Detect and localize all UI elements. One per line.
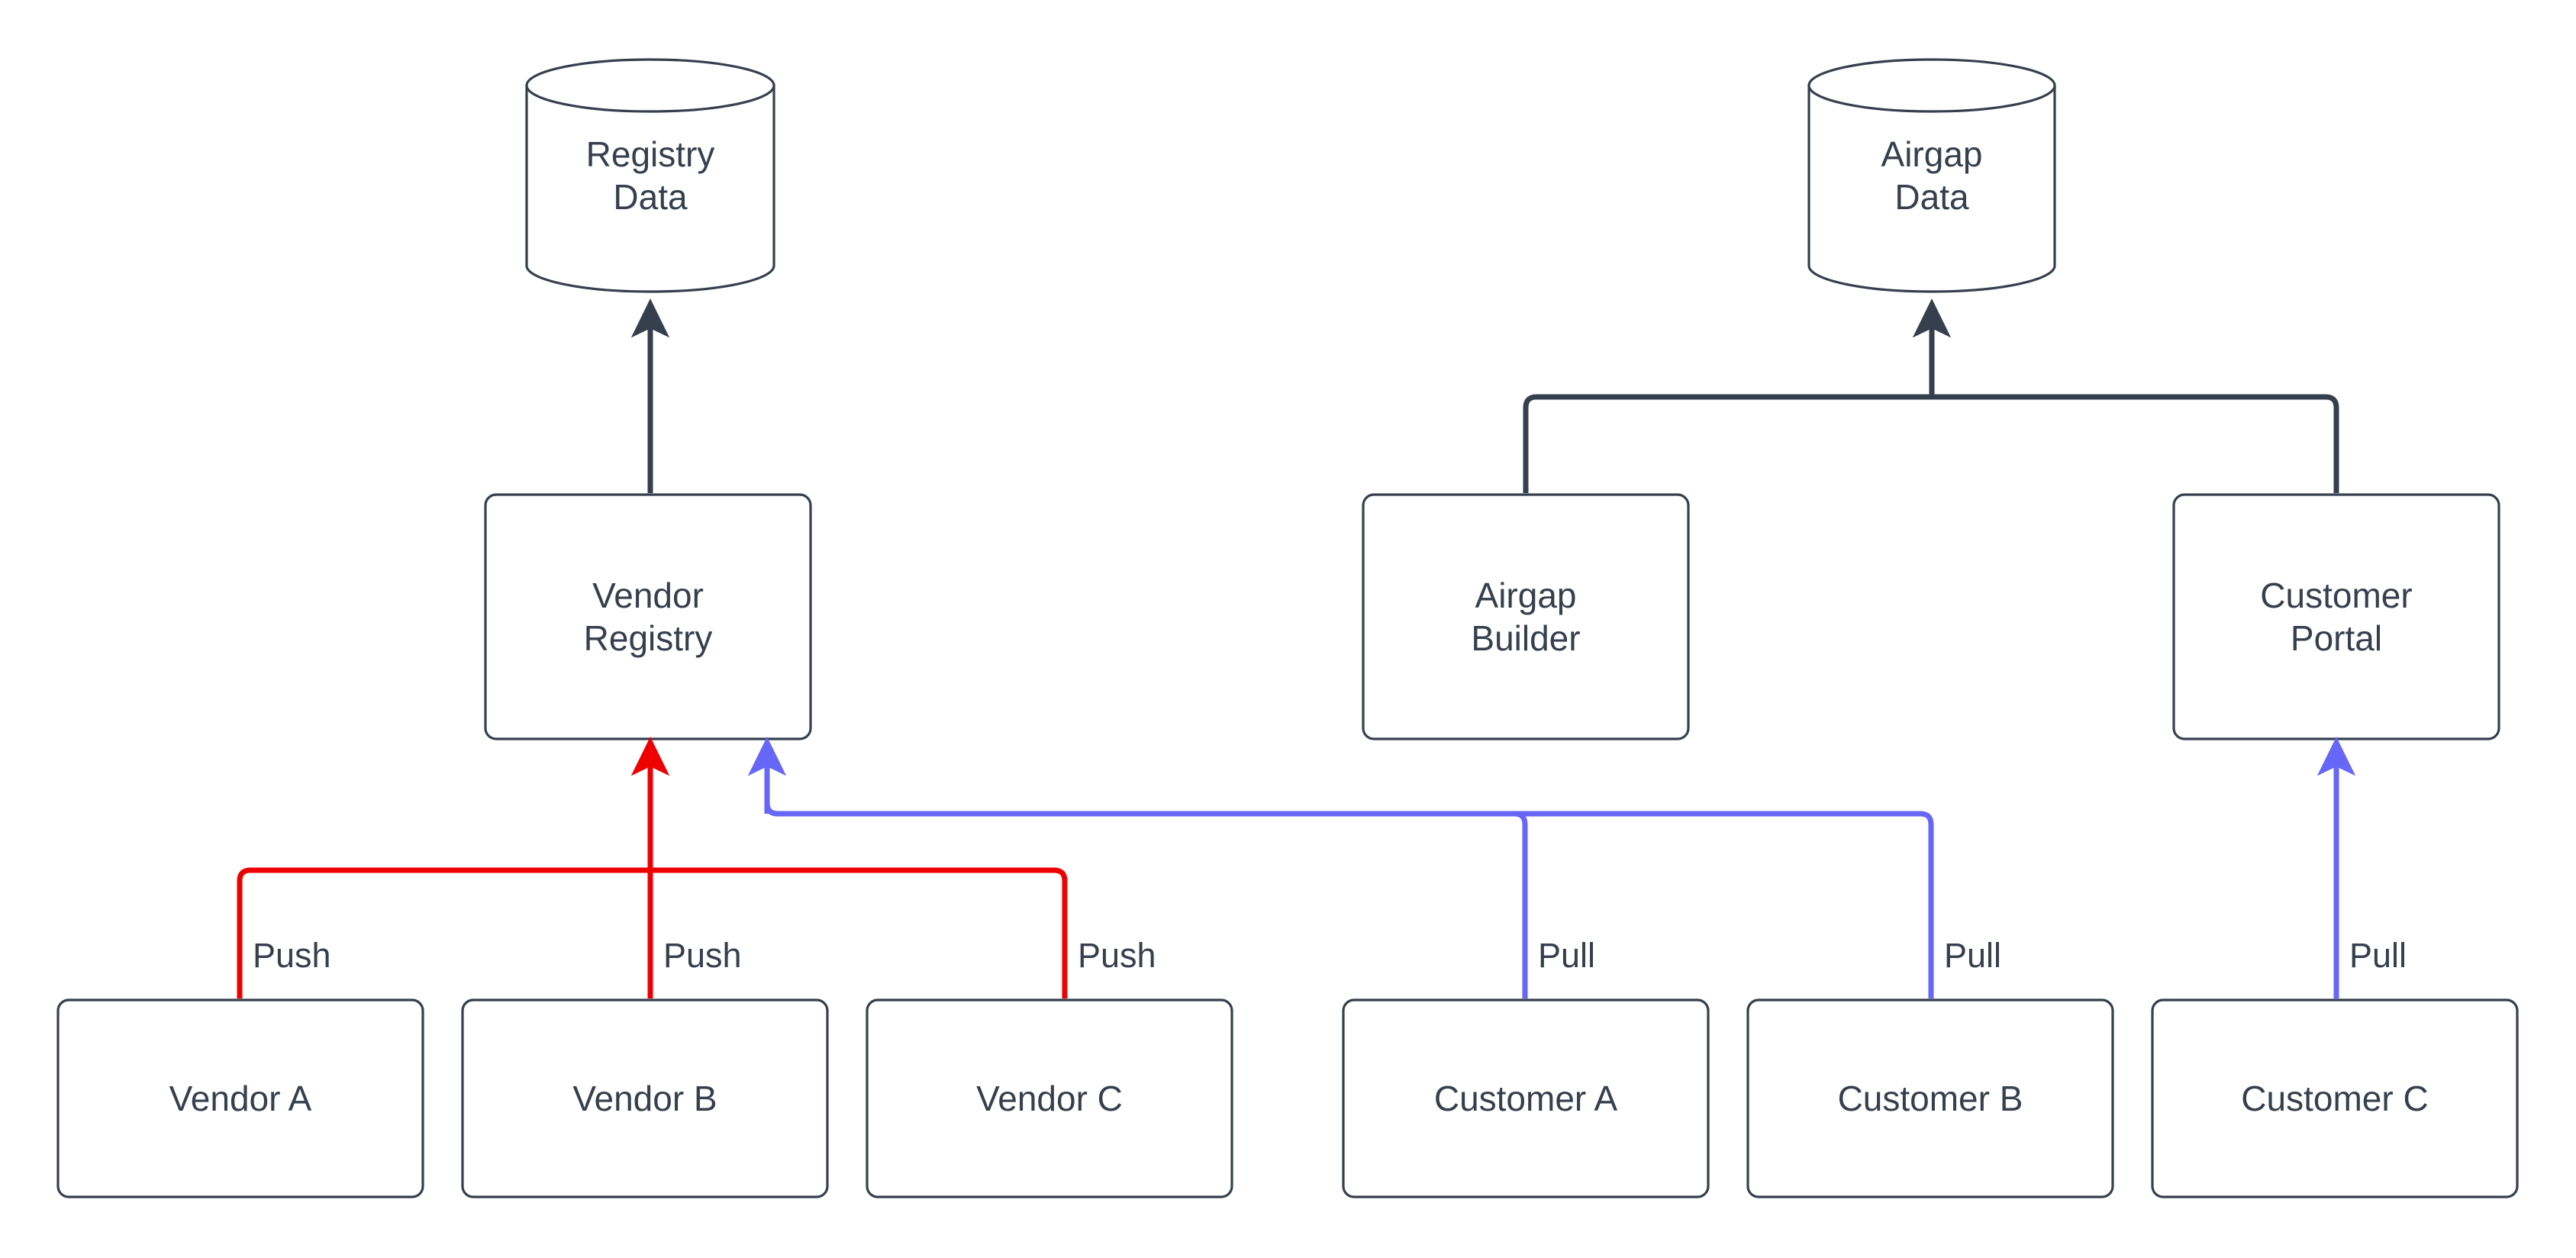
edge-label-push-vendor-c: Push (1078, 936, 1156, 975)
edge-label-push-vendor-b: Push (663, 936, 742, 975)
vendor-b-box-shape (461, 998, 829, 1198)
vendor-registry-box-shape (484, 493, 812, 740)
edge-vendor-c-push (650, 867, 1068, 998)
edge-label-pull-customer-b: Pull (1944, 936, 2002, 975)
customer-b-box-shape (1746, 998, 2114, 1198)
edge-label-pull-customer-c: Pull (2349, 936, 2407, 975)
vendor-c-box-shape (866, 998, 1233, 1198)
airgap-data-cylinder-shape (1807, 58, 2056, 293)
customer-a-box-shape (1342, 998, 1710, 1198)
edge-label-pull-customer-a: Pull (1538, 936, 1596, 975)
edge-airgap-builder-to-bus (1523, 394, 1932, 493)
edge-vendor-a-push (237, 867, 650, 998)
edge-customer-b-pull (764, 802, 1934, 998)
registry-data-cylinder-shape (525, 58, 775, 293)
customer-c-box-shape (2151, 998, 2519, 1198)
customer-portal-box-shape (2172, 493, 2500, 740)
edge-customer-portal-to-bus (1932, 394, 2339, 493)
edge-label-push-vendor-a: Push (253, 936, 331, 975)
airgap-builder-box-shape (1362, 493, 1690, 740)
vendor-a-box-shape (56, 998, 424, 1198)
